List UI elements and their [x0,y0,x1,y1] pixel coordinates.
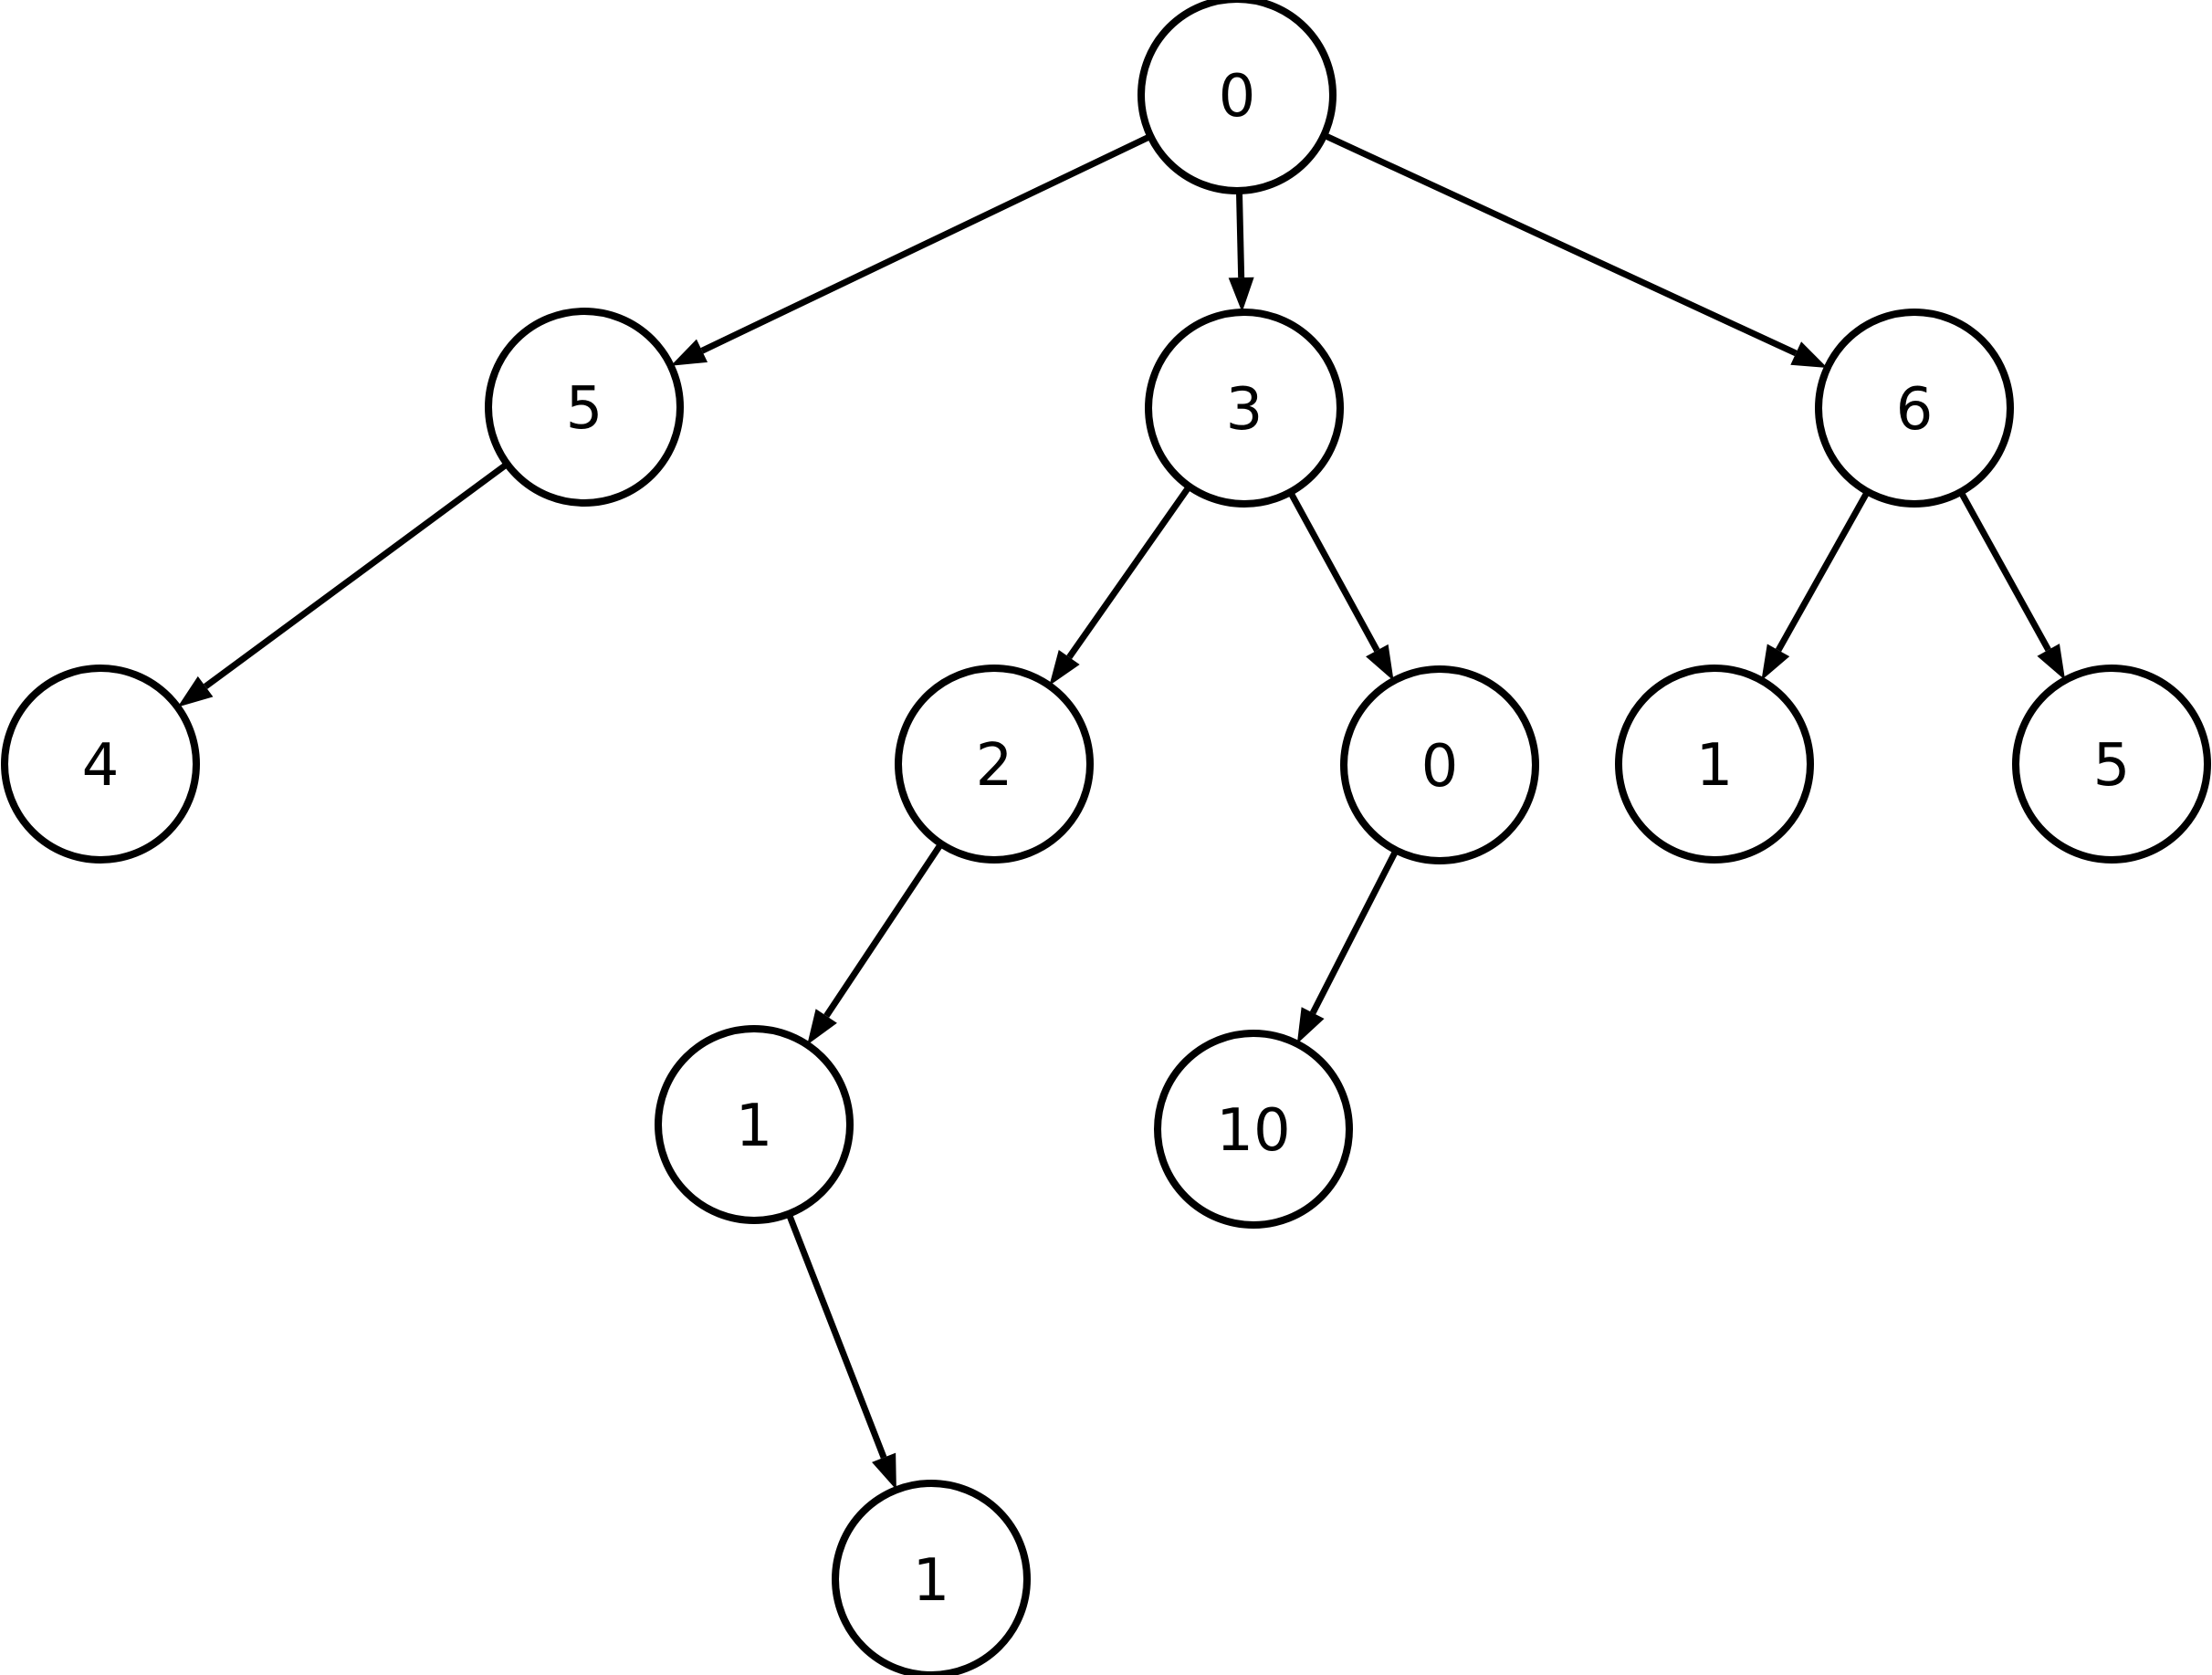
edge-line [1235,190,1245,278]
tree-node-L2-c: 0 [1340,665,1539,864]
node-circle [1615,665,1814,864]
tree-node-L3-a: 1 [655,1025,854,1224]
tree-node-L1-a: 5 [485,308,684,507]
edge-line [1775,489,1871,653]
node-label: 3 [1226,376,1263,444]
tree-node-L2-d: 1 [1615,665,1814,864]
arrowhead-icon [670,339,708,366]
node-label: 6 [1896,376,1934,444]
node-label: 1 [913,1547,950,1615]
edge-L1-a-to-L2-a [177,461,509,707]
tree-node-L4-a: 1 [832,1480,1031,1675]
edge-L1-c-to-L2-d [1761,489,1871,681]
arrowhead-icon [1228,277,1254,313]
edge-root-to-L1-b [1228,190,1254,313]
node-circle [1815,309,2014,508]
node-label: 0 [1421,733,1459,801]
tree-node-root: 0 [1137,0,1337,194]
node-circle [2012,665,2211,864]
arrowhead-icon [1790,341,1828,368]
tree-node-L2-e: 5 [2012,665,2211,864]
node-label: 2 [976,732,1013,800]
node-circle [832,1480,1031,1675]
arrowhead-icon [872,1452,896,1491]
arrowhead-icon [1366,644,1394,681]
tree-node-L2-a: 4 [1,665,200,864]
node-circle [485,308,684,507]
node-label: 5 [566,375,603,443]
edge-root-to-L1-c [1322,131,1828,368]
edge-line [203,461,509,689]
arrowhead-icon [2037,644,2066,681]
edge-line [823,842,944,1018]
edge-L1-b-to-L2-b [1049,484,1192,686]
tree-node-L3-b: 10 [1154,1030,1353,1229]
arrowhead-icon [1761,644,1790,681]
arrowhead-icon [1049,649,1080,686]
edge-line [1322,131,1798,357]
node-label: 0 [1219,63,1256,131]
edge-line [1957,490,2051,652]
edge-L3-a-to-L4-a [785,1212,896,1491]
node-label: 4 [82,732,120,800]
edge-L1-b-to-L2-c [1287,490,1394,681]
node-circle [1340,665,1539,864]
edge-line [785,1212,887,1460]
node-circle [1137,0,1337,194]
edge-L1-c-to-L2-e [1957,490,2066,681]
node-circle [1145,309,1344,508]
node-label: 1 [1696,732,1734,800]
edge-L2-b-to-L3-a [807,842,944,1045]
edge-root-to-L1-a [670,133,1152,366]
tree-node-L1-c: 6 [1815,309,2014,508]
arrowhead-icon [177,675,214,707]
edge-line [1309,848,1400,1015]
arrowhead-icon [807,1009,837,1045]
edge-line [1287,490,1380,653]
node-label: 5 [2093,732,2131,800]
arrowhead-icon [1296,1007,1325,1044]
node-circle [1154,1030,1353,1229]
node-circle [895,665,1094,864]
tree-node-L1-b: 3 [1145,309,1344,508]
node-circle [1,665,200,864]
edge-L2-c-to-L3-b [1296,848,1400,1044]
edge-line [700,133,1152,354]
node-label: 1 [736,1093,773,1160]
tree-node-L2-b: 2 [895,665,1094,864]
edges-layer [177,131,2066,1491]
node-circle [655,1025,854,1224]
node-label: 10 [1216,1097,1290,1165]
edge-line [1066,484,1192,660]
